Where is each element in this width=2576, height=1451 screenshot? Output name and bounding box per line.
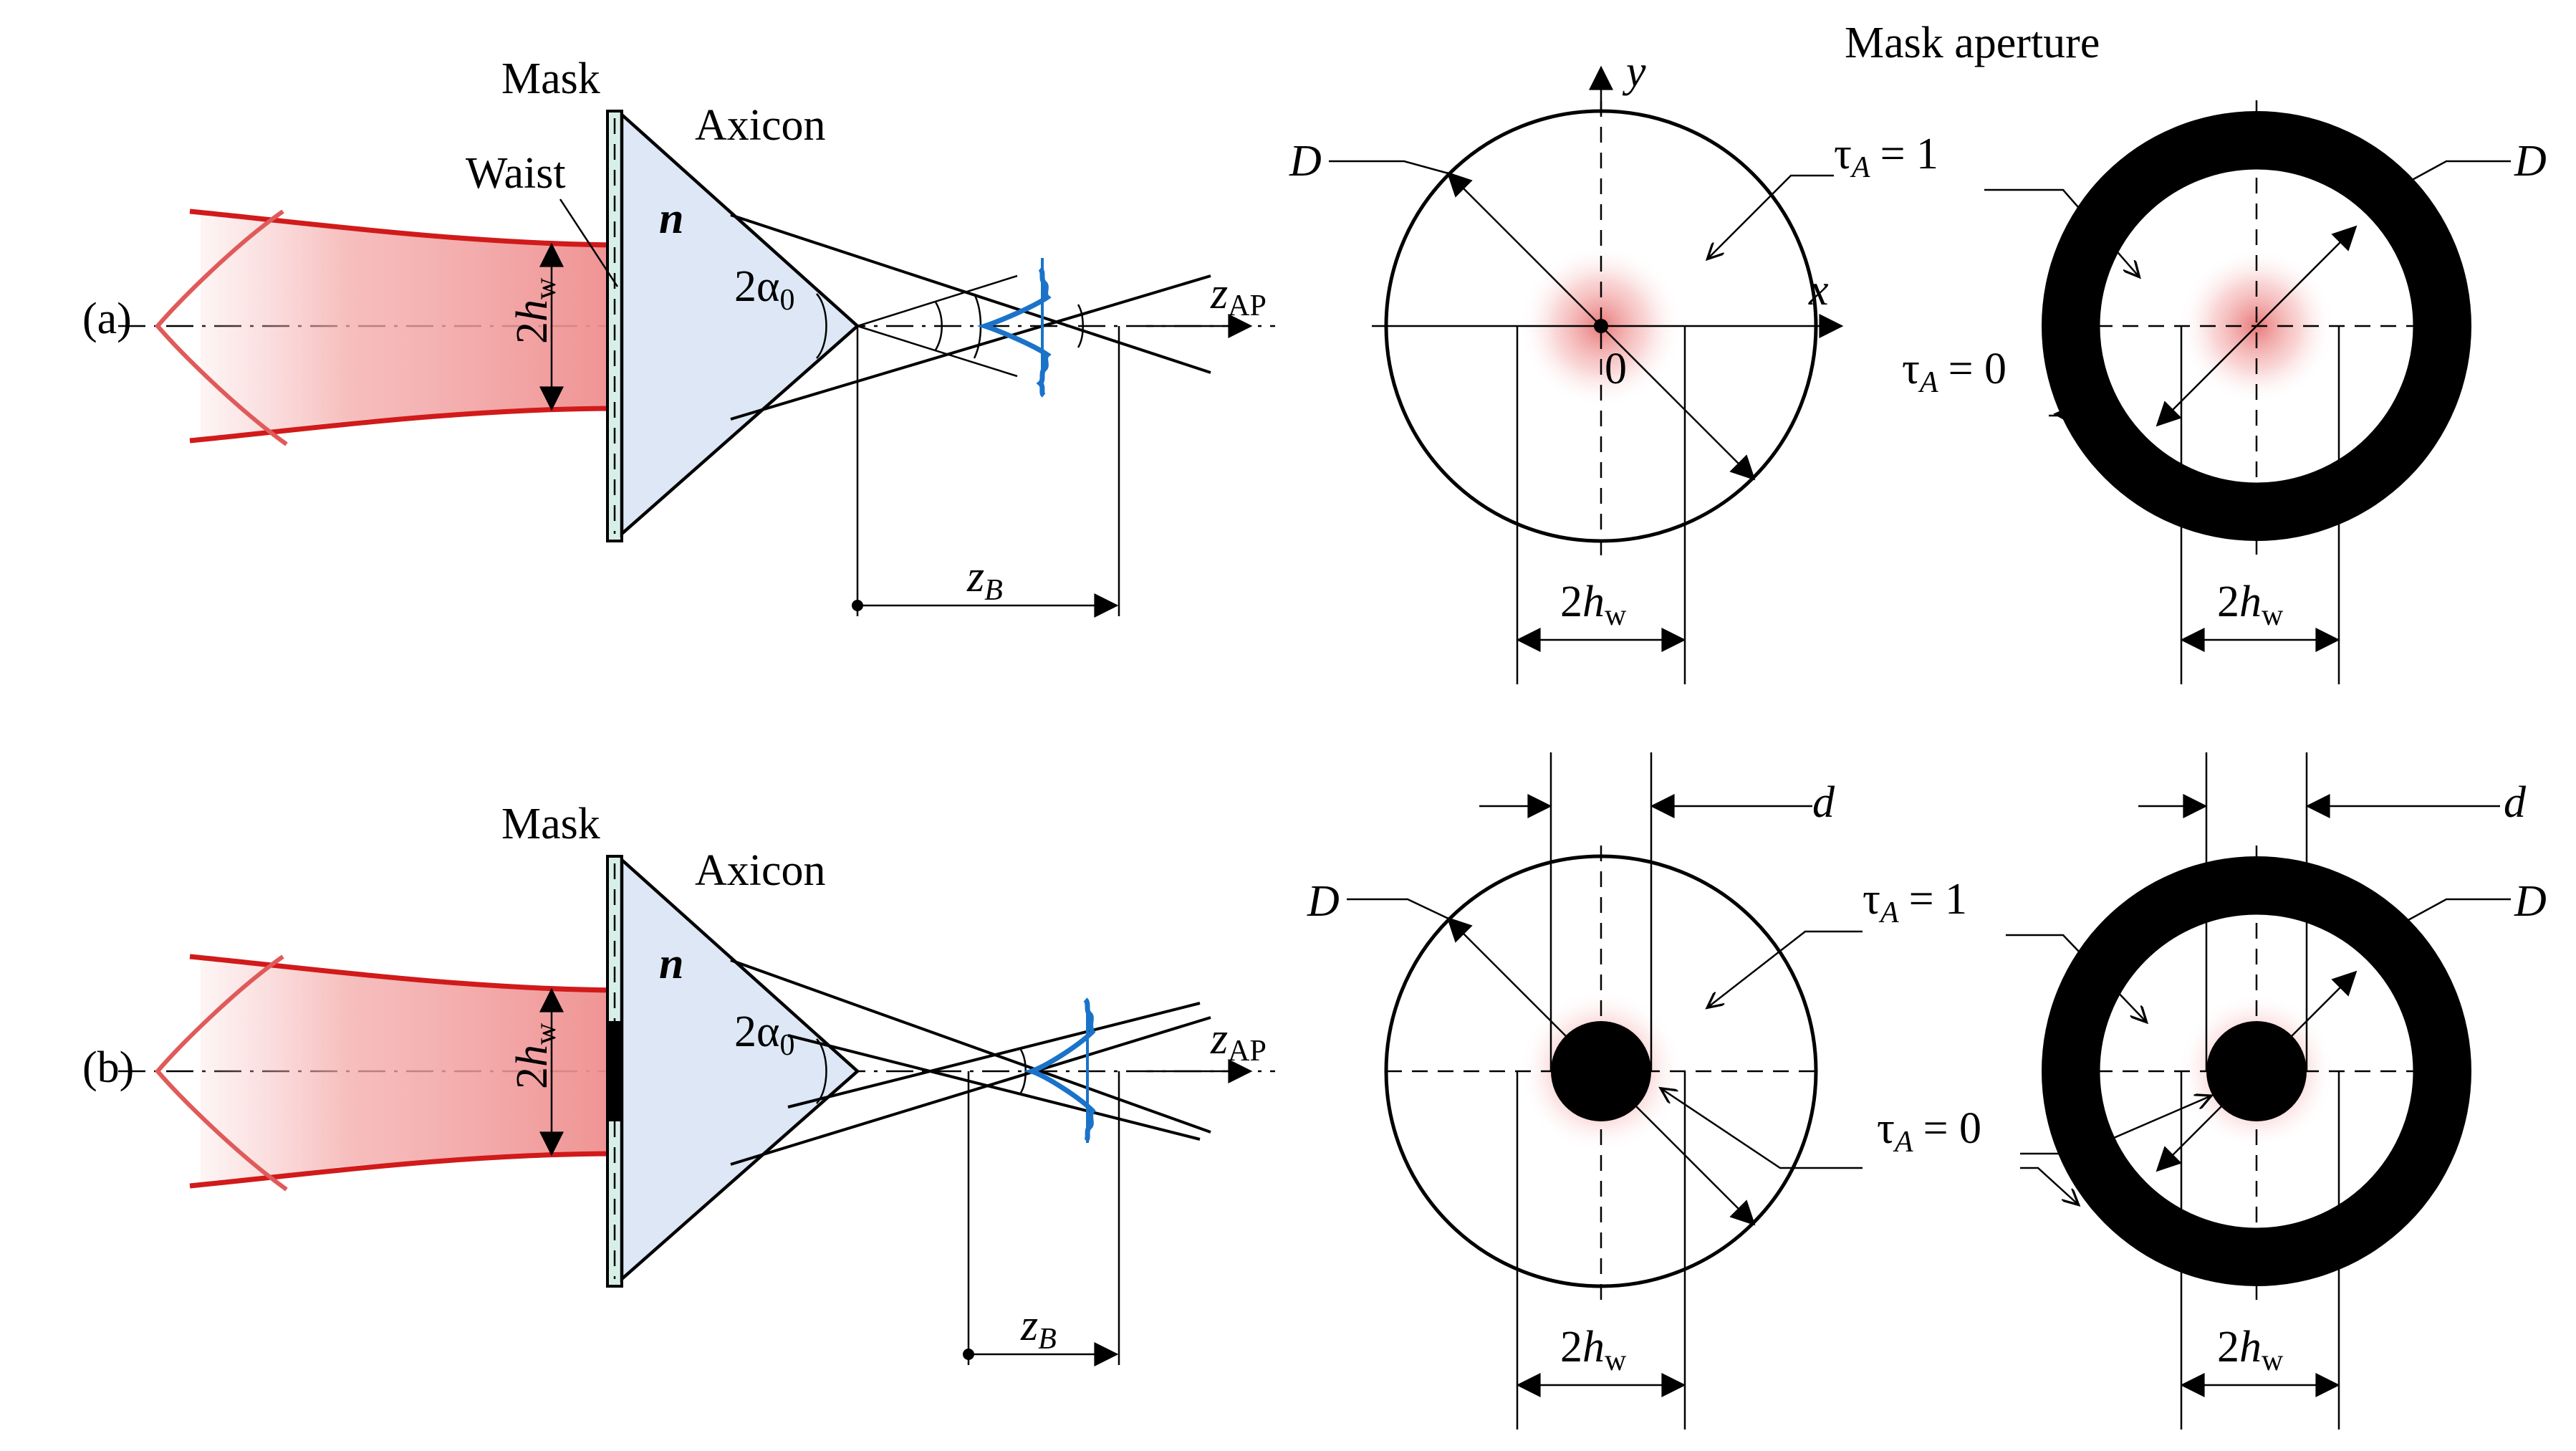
D-label-1: D <box>1289 137 1322 186</box>
hw-label-1: 2hw <box>1560 578 1627 632</box>
tau-zero-leader-d <box>2020 1167 2077 1204</box>
origin-label: 0 <box>1605 345 1627 393</box>
panel-a-label: (a) <box>82 294 132 343</box>
mask-label-b: Mask <box>501 800 600 848</box>
panel-a-optical-setup: (a) 2hw Mask Waist Axicon n 2α0 <box>82 54 1275 618</box>
ray-lower-a <box>730 274 1211 421</box>
ray-inner-upper-a <box>857 274 1018 327</box>
diameter-arrow-4 <box>2156 970 2358 1172</box>
diameter-arrow-3 <box>1446 916 1756 1226</box>
tau-zero-leader-e <box>2020 1096 2210 1155</box>
ray-lower-b <box>730 1016 1211 1166</box>
waist-label-a: Waist <box>466 149 566 198</box>
gaussian-profile-b <box>155 954 288 1192</box>
gaussian-beam-a <box>201 211 617 441</box>
d-label-3: d <box>1812 778 1835 827</box>
tau-one-leader-d <box>2006 934 2145 1021</box>
axicon-label-a: Axicon <box>695 101 826 150</box>
axicon-prism-b <box>620 856 860 1283</box>
ray-inner-lower-a <box>857 325 1018 378</box>
aperture-annular-ring: D 2hw <box>2042 100 2547 684</box>
tau-zero-leader-top <box>2049 414 2096 416</box>
ray-upper-inner-b <box>787 1002 1201 1108</box>
d-leader-1 <box>1329 160 1449 175</box>
aperture-ring-with-stop: D d 2hw <box>2042 752 2547 1430</box>
cone-arc-1-a <box>933 300 943 352</box>
aperture-circle-with-stop: D d 2hw <box>1307 752 1835 1430</box>
tau-one-label-bottom: τA= 1 <box>1863 875 1967 929</box>
d-leader-4 <box>2406 898 2511 922</box>
zb-label-b: zB <box>1020 1301 1057 1356</box>
waist-leader-a <box>559 198 619 287</box>
d-leader-3 <box>1347 898 1449 920</box>
tau-zero-label-top: τA= 0 <box>1902 345 2007 399</box>
tau-one-leader-a <box>1708 174 1834 258</box>
D-label-3: D <box>1307 877 1340 926</box>
hw-label-4: 2hw <box>2217 1323 2284 1377</box>
hw-label-3: 2hw <box>1560 1323 1627 1377</box>
refractive-index-b: n <box>659 939 683 988</box>
ray-upper-b <box>730 959 1211 1134</box>
cone-arc-3-a <box>1077 304 1084 348</box>
tau-zero-label-bottom: τA= 0 <box>1877 1104 1981 1159</box>
ray-lower-inner-b <box>787 1034 1201 1141</box>
tau-one-leader-c <box>1708 930 1863 1007</box>
apex-angle-b: 2α0 <box>734 1007 794 1062</box>
gaussian-beam-b <box>201 957 617 1186</box>
zap-label-a: zAP <box>1210 269 1267 322</box>
hw-label-2: 2hw <box>2217 578 2284 632</box>
hw-label-a: 2hw <box>508 277 562 344</box>
aperture-open-circle: y x 0 D 2hw <box>1289 47 1844 684</box>
tau-annotations-bottom: τA= 1 τA= 0 <box>1662 875 2210 1204</box>
refractive-index-a: n <box>659 194 683 243</box>
panel-b-optical-setup: (b) 2hw Mask Axicon n 2α0 <box>82 800 1275 1366</box>
axicon-label-b: Axicon <box>695 846 826 895</box>
D-label-4: D <box>2514 877 2547 926</box>
panel-b-label: (b) <box>82 1043 134 1092</box>
tau-one-label-top: τA= 1 <box>1834 130 1938 184</box>
zap-label-b: zAP <box>1210 1015 1267 1068</box>
d-label-4: d <box>2504 778 2527 827</box>
axicon-prism-a <box>620 110 860 537</box>
mask-aperture-title: Mask aperture <box>1845 19 2100 67</box>
tau-zero-leader-c <box>1662 1089 1863 1169</box>
apex-angle-a: 2α0 <box>734 262 794 317</box>
tau-annotations-top: τA= 1 τA= 0 <box>1708 130 2138 416</box>
diameter-arrow-2 <box>2156 225 2358 427</box>
tau-one-leader-b <box>1984 188 2138 276</box>
D-label-2: D <box>2514 137 2547 186</box>
mask-label-a: Mask <box>501 54 600 103</box>
diameter-arrow-1 <box>1446 171 1756 481</box>
d-leader-2 <box>2406 160 2511 184</box>
ray-upper-a <box>730 214 1211 374</box>
zb-label-a: zB <box>966 552 1003 607</box>
bessel-profile-b <box>1024 997 1096 1143</box>
mask-opaque-center-b <box>609 1021 622 1121</box>
apex-arc-a <box>816 293 827 359</box>
y-label: y <box>1622 47 1646 96</box>
gaussian-profile-a <box>155 209 288 446</box>
x-label: x <box>1808 266 1829 315</box>
hw-label-b: 2hw <box>508 1023 562 1089</box>
